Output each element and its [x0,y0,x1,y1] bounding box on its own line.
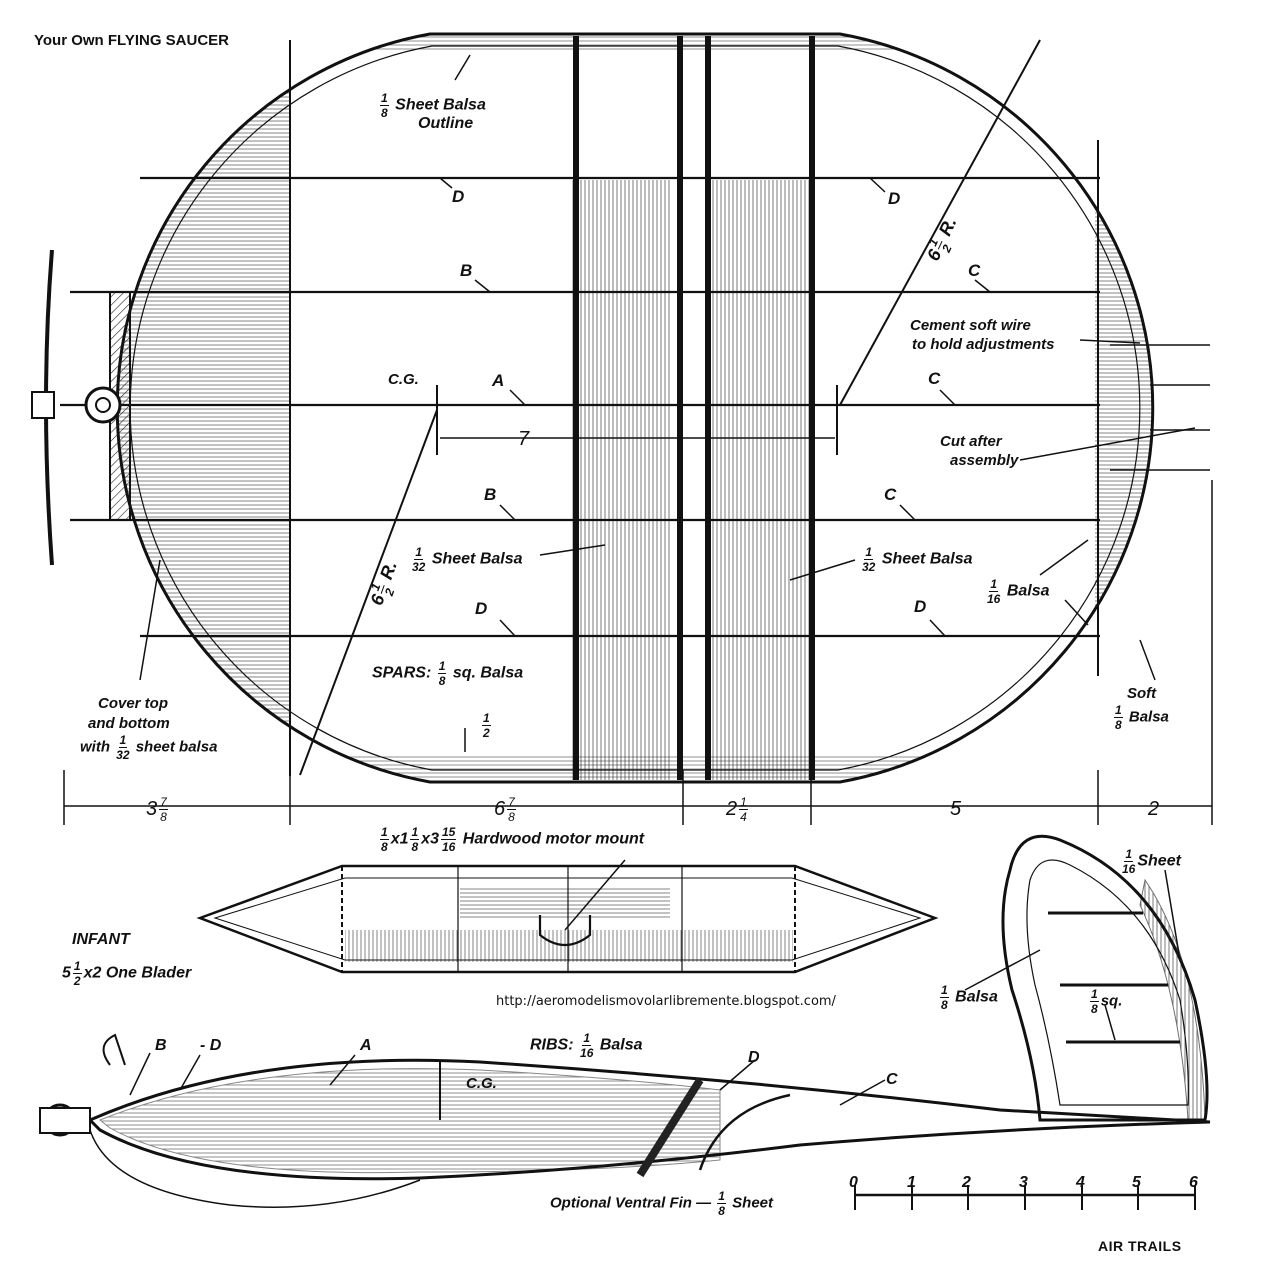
scale-tick-0: 0 [849,1174,858,1191]
label-infant: INFANT [72,931,130,948]
note-assembly: assembly [950,452,1019,469]
note-cement-soft-wire: Cement soft wire [910,317,1031,334]
cg-label-side: C.G. [466,1075,497,1092]
spar-label-c-low: C [884,485,897,504]
note-and-bottom: and bottom [88,715,170,732]
scale-tick-3: 3 [1019,1174,1028,1191]
scale-tick-2: 2 [962,1174,971,1191]
spar-label-d-right-top: D [888,189,901,208]
note-soft: Soft [1127,685,1157,702]
side-label-b: B [155,1037,167,1054]
sheet-title: Your Own FLYING SAUCER [34,32,230,49]
side-label-c: C [886,1071,898,1088]
source-url: http://aeromodelismovolarlibremente.blog… [496,994,836,1009]
note-cover-top: Cover top [98,695,169,712]
spar-label-b-left-low: B [484,485,497,504]
mid-section-view [196,864,939,974]
side-label-d-right: D [748,1049,760,1066]
note-cut-after: Cut after [940,433,1002,450]
spar-label-d-left-top: D [452,187,465,206]
spar-label-d-left-bottom: D [475,599,488,618]
scale-tick-5: 5 [1132,1174,1141,1191]
scale-tick-4: 4 [1076,1174,1085,1191]
spar-label-d-right-bottom: D [914,597,927,616]
spar-label-c-mid: C [928,369,941,388]
inch-scale-bar [854,1185,1196,1210]
side-profile-view [39,1033,1211,1208]
publisher-credit: AIR TRAILS [1098,1238,1182,1254]
side-label-a: A [360,1037,372,1054]
scale-tick-1: 1 [907,1174,916,1191]
spar-label-a: A [492,371,505,390]
dimension-cg-7: 7 [518,428,530,450]
top-view [31,32,1213,825]
fin-view [1001,834,1209,1122]
cg-label-top: C.G. [388,371,419,388]
note-hold-adjustments: to hold adjustments [912,336,1055,353]
dimension-2: 2 [1148,798,1160,820]
scale-tick-6: 6 [1189,1174,1198,1191]
dimension-5: 5 [950,798,962,820]
spar-label-c-right: C [968,261,981,280]
side-label-d-left: - D [200,1037,222,1054]
spar-label-b-left: B [460,261,473,280]
leader-lines [129,54,1196,1106]
label-outline: Outline [418,115,474,132]
